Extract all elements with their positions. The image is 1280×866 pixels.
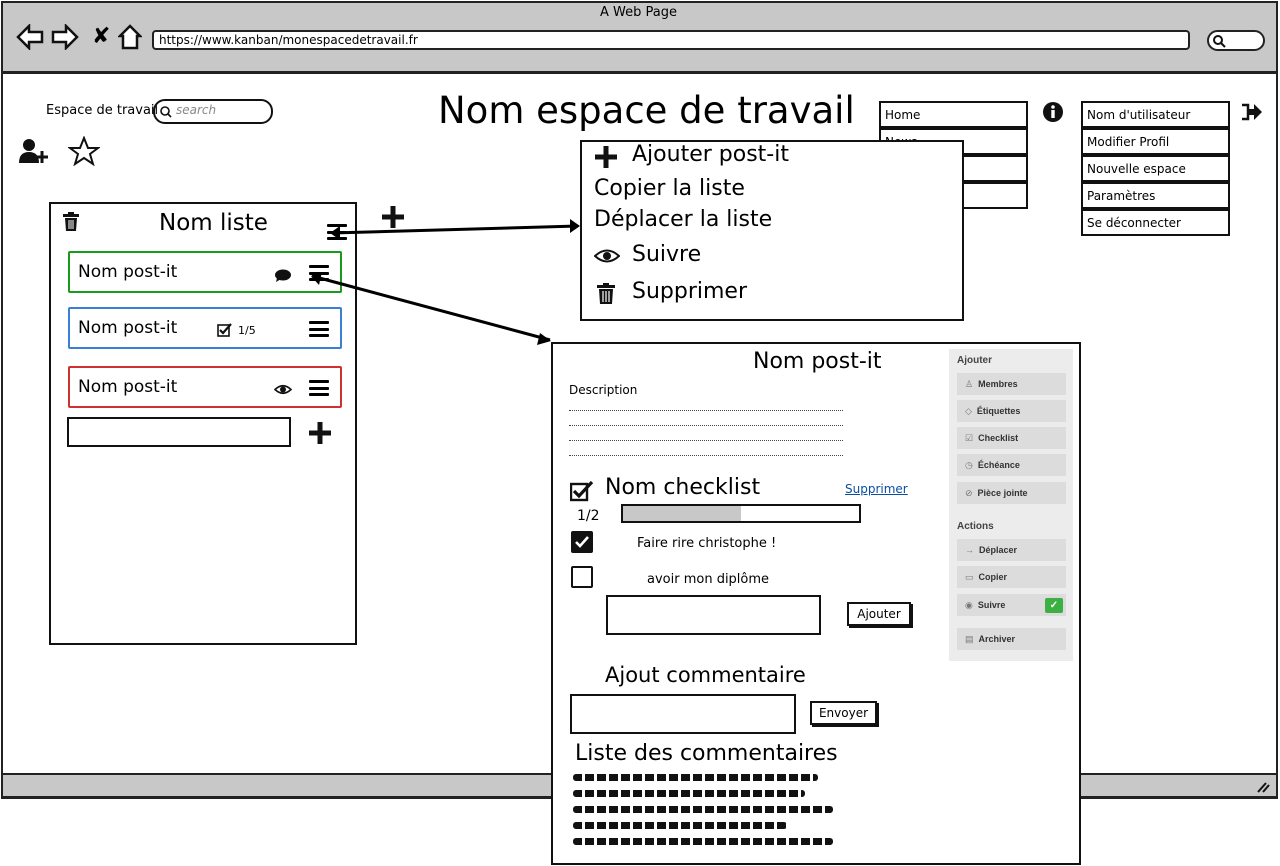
user-menu-username[interactable]: Nom d'utilisateur: [1081, 101, 1230, 128]
eye-icon: [594, 249, 620, 263]
postit-menu-button[interactable]: [309, 380, 329, 396]
checklist-badge: 1/5: [238, 324, 256, 337]
sidebar-attachment-button[interactable]: ⊘Pièce jointe: [957, 482, 1066, 504]
postit-menu-button[interactable]: [309, 265, 329, 281]
browser-search[interactable]: [1207, 30, 1265, 51]
add-user-icon[interactable]: [18, 137, 50, 169]
paperclip-icon: ⊘: [965, 488, 973, 498]
sidebar-follow-button[interactable]: ◉Suivre ✓: [957, 594, 1066, 616]
archive-icon: ▤: [965, 634, 974, 644]
comments-list: [573, 774, 838, 845]
checkbox-icon: ☑: [965, 433, 974, 443]
sidebar-copy-button[interactable]: ▭Copier: [957, 566, 1066, 588]
send-comment-button[interactable]: Envoyer: [810, 701, 877, 725]
sidebar-due-date-button[interactable]: ◷Échéance: [957, 454, 1066, 476]
checklist-item-checkbox[interactable]: [571, 566, 593, 588]
copy-icon: ▭: [965, 572, 974, 582]
sidebar-move-button[interactable]: →Déplacer: [957, 539, 1066, 561]
user-icon: ♙: [965, 379, 974, 389]
user-menu-edit-profile[interactable]: Modifier Profil: [1081, 128, 1230, 155]
checklist-progress-bar: [621, 504, 861, 523]
postit-title: Nom post-it: [78, 377, 178, 397]
postit-sidebar: Ajouter ♙Membres ◇Étiquettes ☑Checklist …: [949, 349, 1073, 661]
menu-add-postit[interactable]: Ajouter post-it: [632, 142, 789, 167]
menu-copy-list[interactable]: Copier la liste: [594, 176, 745, 201]
nav-item-home[interactable]: Home: [879, 101, 1028, 128]
resize-grip-icon[interactable]: [1256, 781, 1270, 793]
sidebar-add-heading: Ajouter: [957, 355, 992, 366]
sidebar-members-button[interactable]: ♙Membres: [957, 373, 1066, 395]
eye-icon: ◉: [965, 600, 973, 610]
checklist-progress-text: 1/2: [577, 508, 600, 524]
comments-heading: Liste des commentaires: [575, 741, 838, 766]
add-postit-icon[interactable]: [307, 420, 333, 446]
search-placeholder: search: [176, 103, 217, 117]
comment-heading: Ajout commentaire: [605, 663, 806, 687]
postit-card[interactable]: Nom post-it 1/5: [68, 307, 342, 349]
user-menu: Nom d'utilisateur Modifier Profil Nouvel…: [1081, 101, 1230, 236]
add-list-icon[interactable]: [380, 204, 406, 230]
list-menu: Ajouter post-it Copier la liste Déplacer…: [580, 140, 964, 321]
sidebar-archive-button[interactable]: ▤Archiver: [957, 628, 1066, 650]
postit-detail-title: Nom post-it: [753, 349, 882, 374]
checklist-item-label: avoir mon diplôme: [647, 572, 770, 587]
tag-icon: ◇: [965, 406, 972, 416]
checklist-item-checkbox-checked[interactable]: [571, 531, 593, 553]
search-icon: [160, 106, 172, 118]
comment-icon: [275, 269, 291, 282]
new-item-input[interactable]: [606, 595, 821, 635]
postit-title: Nom post-it: [78, 318, 178, 338]
checklist-title: Nom checklist: [605, 475, 761, 500]
eye-icon: [274, 384, 292, 395]
home-icon[interactable]: [116, 24, 144, 54]
logout-icon[interactable]: [1240, 101, 1264, 127]
postit-detail: Nom post-it Description Nom checklist Su…: [551, 342, 1081, 865]
description-field[interactable]: [569, 402, 843, 456]
sidebar-actions-heading: Actions: [957, 521, 994, 532]
user-menu-settings[interactable]: Paramètres: [1081, 182, 1230, 209]
search-icon: [1213, 35, 1226, 48]
url-bar[interactable]: https://www.kanban/monespacedetravail.fr: [152, 30, 1190, 50]
add-item-button[interactable]: Ajouter: [847, 602, 911, 626]
description-label: Description: [569, 383, 638, 397]
user-menu-new-space[interactable]: Nouvelle espace: [1081, 155, 1230, 182]
page-title: Nom espace de travail: [438, 89, 855, 132]
postit-card[interactable]: Nom post-it: [68, 366, 342, 408]
comment-input[interactable]: [570, 694, 796, 734]
menu-delete[interactable]: Supprimer: [632, 279, 748, 304]
forward-icon[interactable]: [51, 22, 79, 54]
progress-fill: [623, 506, 741, 521]
follow-toggle-checkmark-icon[interactable]: ✓: [1045, 598, 1063, 613]
workspace-search[interactable]: search: [153, 99, 273, 124]
postit-menu-button[interactable]: [309, 321, 329, 337]
list-title: Nom liste: [159, 210, 268, 236]
list-menu-button[interactable]: [327, 224, 347, 240]
delete-list-icon[interactable]: [62, 212, 80, 232]
clock-icon: ◷: [965, 460, 973, 470]
user-menu-logout[interactable]: Se déconnecter: [1081, 209, 1230, 236]
postit-title: Nom post-it: [78, 262, 178, 282]
sidebar-labels-button[interactable]: ◇Étiquettes: [957, 400, 1066, 422]
info-icon[interactable]: [1042, 101, 1064, 127]
checklist-icon: [570, 480, 594, 502]
list-column: Nom liste Nom post-it Nom post-it 1/5 No…: [49, 202, 357, 645]
menu-follow[interactable]: Suivre: [632, 242, 702, 267]
arrow-right-icon: →: [965, 545, 974, 555]
back-icon[interactable]: [16, 22, 44, 54]
new-postit-input[interactable]: [67, 417, 291, 447]
close-icon[interactable]: ✘: [92, 24, 111, 49]
trash-icon: [597, 283, 615, 304]
star-icon[interactable]: [67, 135, 101, 170]
menu-move-list[interactable]: Déplacer la liste: [594, 207, 773, 232]
sidebar-checklist-button[interactable]: ☑Checklist: [957, 427, 1066, 449]
postit-card[interactable]: Nom post-it: [68, 251, 342, 293]
plus-icon: [595, 146, 617, 168]
checklist-icon: [217, 323, 232, 337]
browser-title: A Web Page: [600, 5, 677, 20]
workspace-label: Espace de travail: [46, 103, 159, 118]
checklist-item-label: Faire rire christophe !: [637, 536, 777, 551]
delete-checklist-link[interactable]: Supprimer: [845, 482, 908, 496]
